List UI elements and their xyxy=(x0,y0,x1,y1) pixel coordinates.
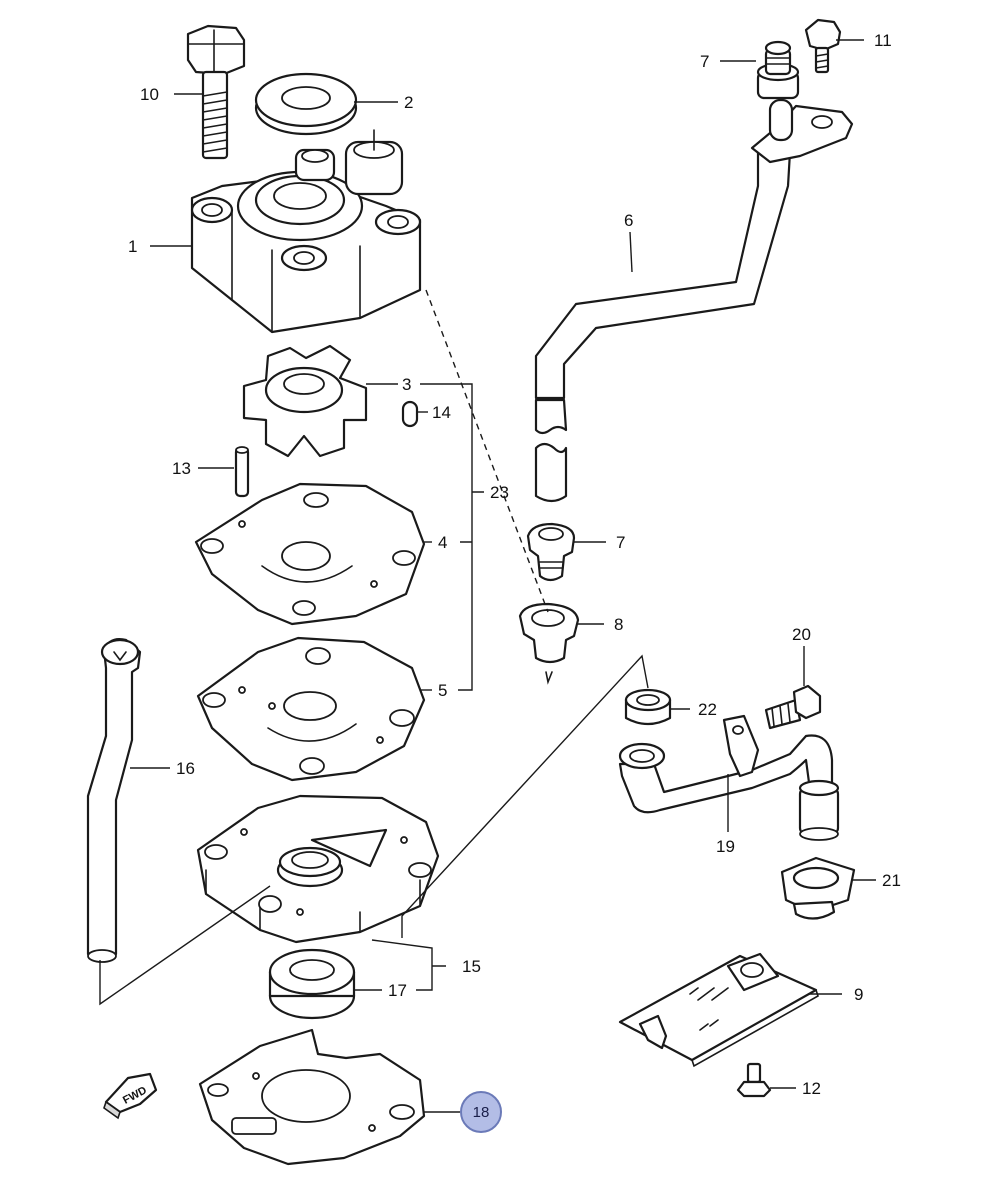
callout-20[interactable]: 20 xyxy=(792,625,811,644)
callout-7-upper[interactable]: 7 xyxy=(700,52,709,71)
callout-18[interactable]: 18 xyxy=(473,1104,490,1121)
part-10-bolt[interactable] xyxy=(186,24,246,160)
callout-23[interactable]: 23 xyxy=(490,483,509,502)
part-1-pump-case[interactable] xyxy=(190,129,422,334)
callout-15[interactable]: 15 xyxy=(462,957,481,976)
callout-6[interactable]: 6 xyxy=(624,211,633,230)
part-8-grommet[interactable] xyxy=(518,602,580,685)
part-4-liner-plate[interactable] xyxy=(194,482,426,626)
callout-14[interactable]: 14 xyxy=(432,403,451,422)
forward-arrow-icon: FWD xyxy=(103,1072,158,1120)
part-11-small-bolt[interactable] xyxy=(804,18,842,74)
assembly-line-lower xyxy=(99,885,271,1006)
callout-7-lower[interactable]: 7 xyxy=(616,533,625,552)
part-18-gasket[interactable] xyxy=(198,1028,426,1166)
part-5-gasket[interactable] xyxy=(196,636,426,782)
callout-18-highlighted[interactable]: 18 xyxy=(460,1091,502,1133)
assembly-line-right xyxy=(401,654,649,938)
part-6-water-tube[interactable] xyxy=(534,148,792,503)
part-20-bolt[interactable] xyxy=(764,684,822,730)
callout-5[interactable]: 5 xyxy=(438,681,447,700)
part-7-grommet-upper[interactable] xyxy=(756,40,800,100)
assembly-dash-1 xyxy=(425,289,549,613)
part-14-key[interactable] xyxy=(401,400,419,428)
part-16-hose[interactable] xyxy=(86,638,142,963)
part-9-anode-plate[interactable] xyxy=(618,952,819,1068)
part-15-lower-case[interactable] xyxy=(196,794,440,944)
callout-9[interactable]: 9 xyxy=(854,985,863,1004)
callout-8[interactable]: 8 xyxy=(614,615,623,634)
callout-11[interactable]: 11 xyxy=(874,31,892,50)
callout-1[interactable]: 1 xyxy=(128,237,137,256)
part-22-grommet[interactable] xyxy=(624,688,672,726)
callout-2[interactable]: 2 xyxy=(404,93,413,112)
leader-lines xyxy=(130,39,876,1113)
callout-12[interactable]: 12 xyxy=(802,1079,821,1098)
part-3-impeller[interactable] xyxy=(242,344,368,458)
part-12-screw[interactable] xyxy=(736,1062,772,1098)
part-19-water-pipe[interactable] xyxy=(618,714,840,841)
part-17-oil-seal[interactable] xyxy=(268,948,356,1020)
callout-10[interactable]: 10 xyxy=(140,85,159,104)
callout-17[interactable]: 17 xyxy=(388,981,407,1000)
callout-3[interactable]: 3 xyxy=(402,375,411,394)
callout-19[interactable]: 19 xyxy=(716,837,735,856)
callout-16[interactable]: 16 xyxy=(176,759,195,778)
part-7-grommet-lower[interactable] xyxy=(526,522,576,582)
callout-13[interactable]: 13 xyxy=(172,459,191,478)
tube-bracket xyxy=(750,98,854,164)
part-13-pin[interactable] xyxy=(234,446,250,498)
part-2-seal[interactable] xyxy=(254,72,358,136)
part-21-rubber-mount[interactable] xyxy=(780,856,856,920)
callout-labels: 10 2 1 3 14 13 23 4 5 7 11 6 7 8 20 22 1… xyxy=(128,31,901,1098)
highlight-circle[interactable] xyxy=(460,1091,502,1133)
callout-4[interactable]: 4 xyxy=(438,533,447,552)
callout-22[interactable]: 22 xyxy=(698,700,717,719)
callout-21[interactable]: 21 xyxy=(882,871,901,890)
